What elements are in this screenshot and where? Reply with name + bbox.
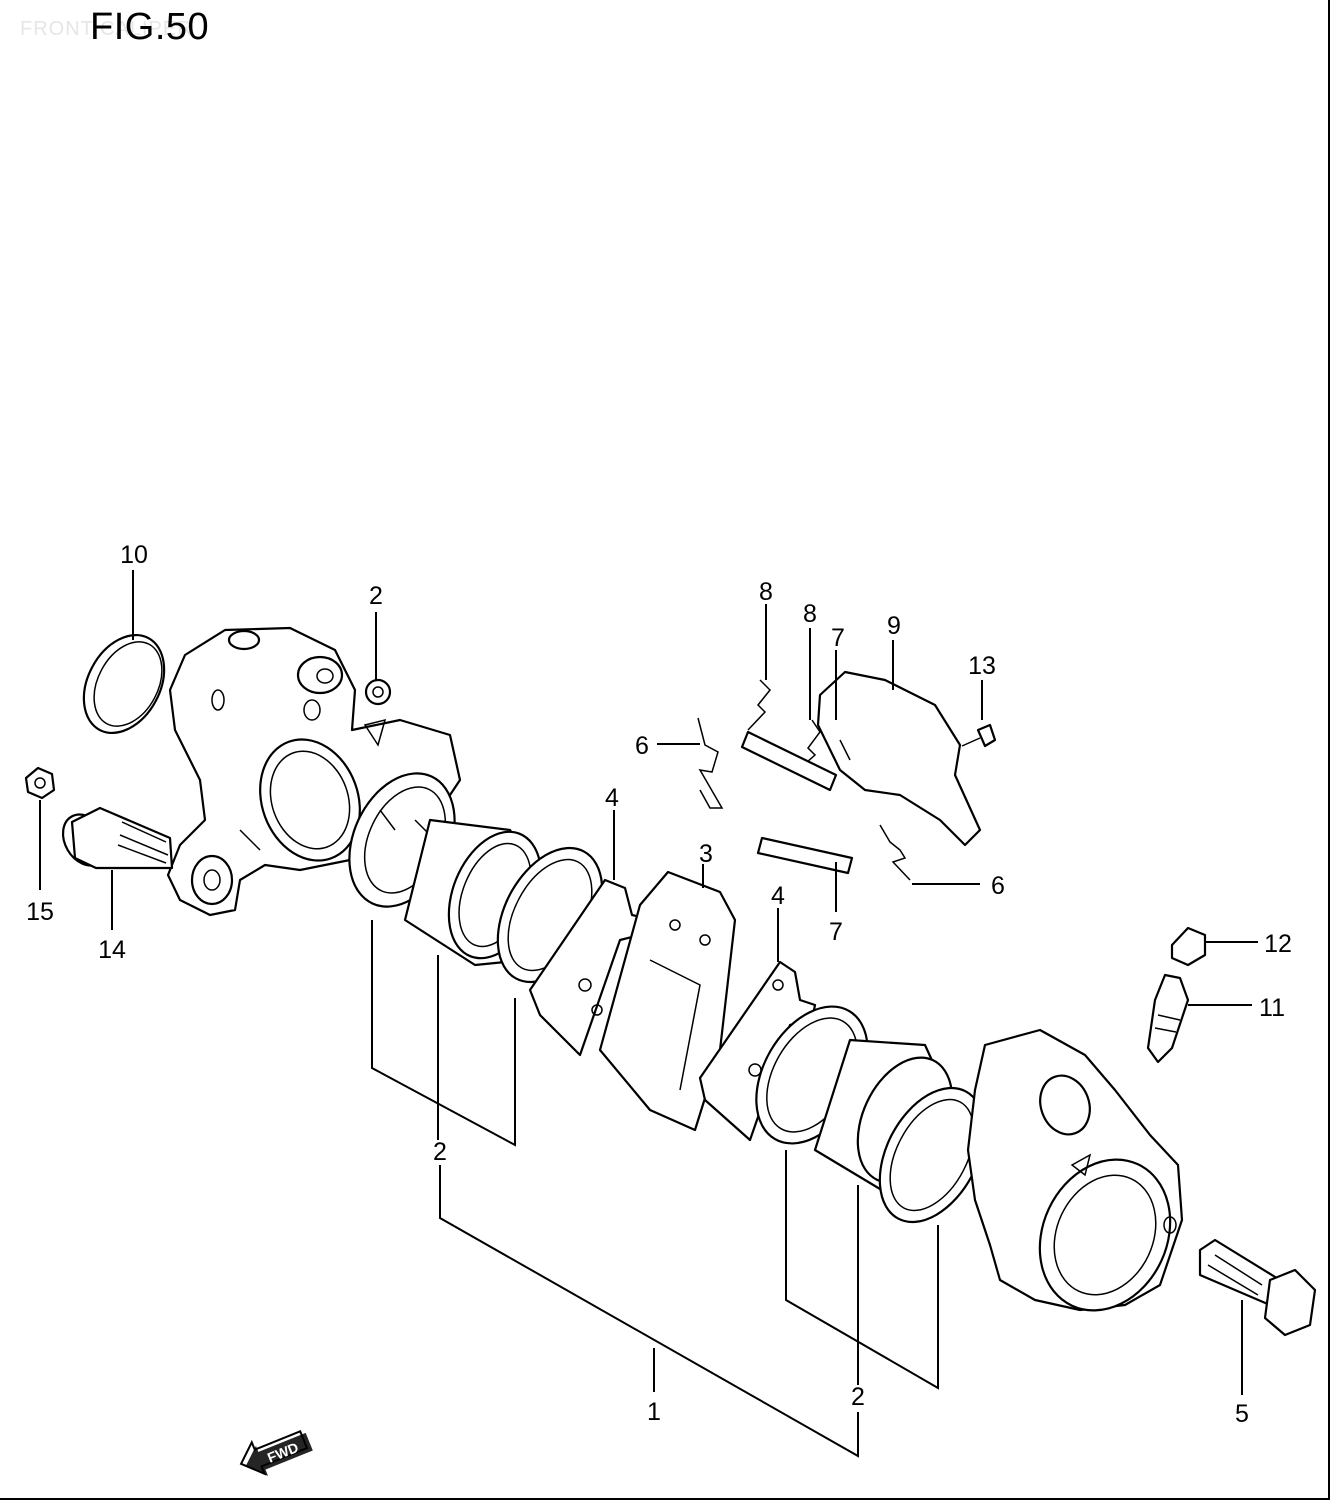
callout-4-left: 4 [605,784,619,812]
callout-11: 11 [1259,994,1285,1022]
forward-direction-arrow: FWD [239,1430,313,1476]
leader-lines [39,570,1258,1458]
bleeder-cap-part [1170,926,1207,967]
callout-7-top: 7 [831,624,845,652]
callout-15: 15 [26,898,54,926]
callout-6-left: 6 [635,732,649,760]
mounting-bolt-part [1198,1238,1317,1337]
caliper-body-left [166,626,462,917]
callout-3: 3 [699,840,713,868]
callout-5: 5 [1235,1400,1249,1428]
cap-part [82,633,166,735]
caliper-body-right [966,1028,1184,1312]
callout-2-top: 2 [369,582,383,610]
callout-14: 14 [98,936,126,964]
callout-8-right: 8 [803,600,817,628]
spring-lower-part [879,824,911,881]
callout-9: 9 [887,612,901,640]
callout-2-bottom: 2 [851,1383,865,1411]
callout-10: 10 [120,541,148,569]
callout-2-middle: 2 [433,1138,447,1166]
pad-pin-lower [756,836,854,875]
pin-bolt-part [61,806,174,870]
bleeder-valve-part [1146,973,1190,1064]
callout-8-left: 8 [759,578,773,606]
callout-6-right: 6 [991,872,1005,900]
callout-12: 12 [1264,930,1292,958]
nut-part [24,766,56,800]
clip-upper-part [747,679,772,731]
pad-cover-part [816,670,982,847]
figure-title: FIG.50 [90,6,210,48]
callout-13: 13 [968,652,996,680]
screw-part [961,723,997,748]
callout-7-bottom: 7 [829,918,843,946]
callout-1: 1 [647,1398,661,1426]
spring-upper-part [697,717,724,809]
pad-pin-upper [740,730,838,792]
pad-spring [598,870,737,1132]
clip-lower-part [797,719,821,771]
figure-subtitle: FRONT CALIPER [20,18,193,40]
callout-4-right: 4 [771,882,785,910]
callout-labels: 10 2 8 8 7 9 13 6 6 4 3 4 7 15 14 12 11 … [26,541,1292,1428]
washer-part [364,678,392,706]
